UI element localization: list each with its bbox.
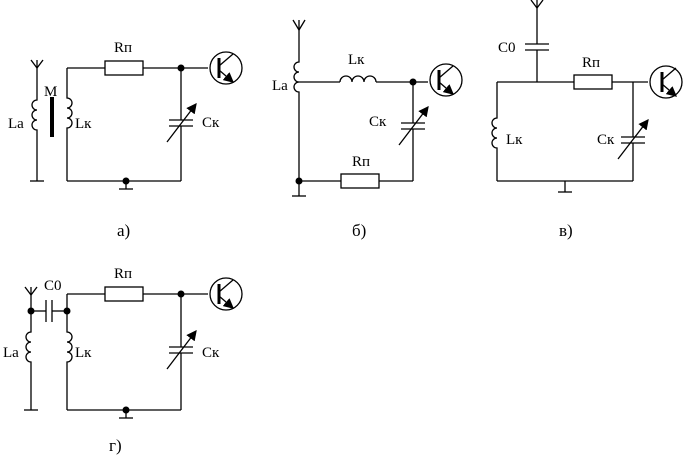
transistor-symbol xyxy=(209,51,243,85)
label-ck: Cк xyxy=(597,132,615,148)
resistor-rp xyxy=(573,74,613,90)
circuit-v: C0 Rп Lк Cк в) xyxy=(491,0,683,240)
label-ck: Cк xyxy=(202,115,220,131)
label-ck: Cк xyxy=(369,114,387,130)
coil-la xyxy=(25,311,32,410)
resistor-rp xyxy=(104,286,144,302)
label-la: La xyxy=(3,345,19,361)
label-c0: C0 xyxy=(498,40,516,56)
circuit-g: C0 La Lк Rп Cк г) xyxy=(3,266,243,455)
caption-a: а) xyxy=(117,221,130,240)
label-lk: Lк xyxy=(506,132,523,148)
label-la: La xyxy=(8,116,24,132)
caption-v: в) xyxy=(559,221,573,240)
coil-la xyxy=(293,48,300,180)
coil-lk xyxy=(66,294,73,410)
label-c0: C0 xyxy=(44,278,62,294)
capacitor-c0 xyxy=(45,300,53,322)
label-la: La xyxy=(272,78,288,94)
antenna-symbol xyxy=(292,19,306,48)
circuit-a: La M Lк Rп Cк а) xyxy=(8,40,243,240)
transistor-symbol xyxy=(429,63,463,97)
antenna-symbol xyxy=(24,286,38,311)
label-rp: Rп xyxy=(114,40,132,56)
circuit-b: La Lк Cк Rп б) xyxy=(272,19,463,240)
antenna-symbol xyxy=(30,59,44,86)
capacitor-c0 xyxy=(525,43,549,51)
label-lk: Lк xyxy=(75,345,92,361)
transistor-symbol xyxy=(649,65,683,99)
caption-g: г) xyxy=(109,436,122,455)
coil-la xyxy=(31,86,38,155)
label-rp: Rп xyxy=(352,154,370,170)
core-m xyxy=(50,97,54,137)
label-rp: Rп xyxy=(114,266,132,282)
antenna-symbol xyxy=(530,0,544,38)
transistor-symbol xyxy=(209,277,243,311)
caption-b: б) xyxy=(352,221,366,240)
label-lk: Lк xyxy=(75,116,92,132)
resistor-rp xyxy=(104,60,144,76)
resistor-rp xyxy=(340,173,380,189)
coil-lk xyxy=(339,75,377,83)
label-rp: Rп xyxy=(582,55,600,71)
coil-lk xyxy=(491,82,498,181)
label-ck: Cк xyxy=(202,345,220,361)
coil-lk xyxy=(66,68,73,181)
label-m: M xyxy=(44,84,57,100)
label-lk: Lк xyxy=(348,52,365,68)
